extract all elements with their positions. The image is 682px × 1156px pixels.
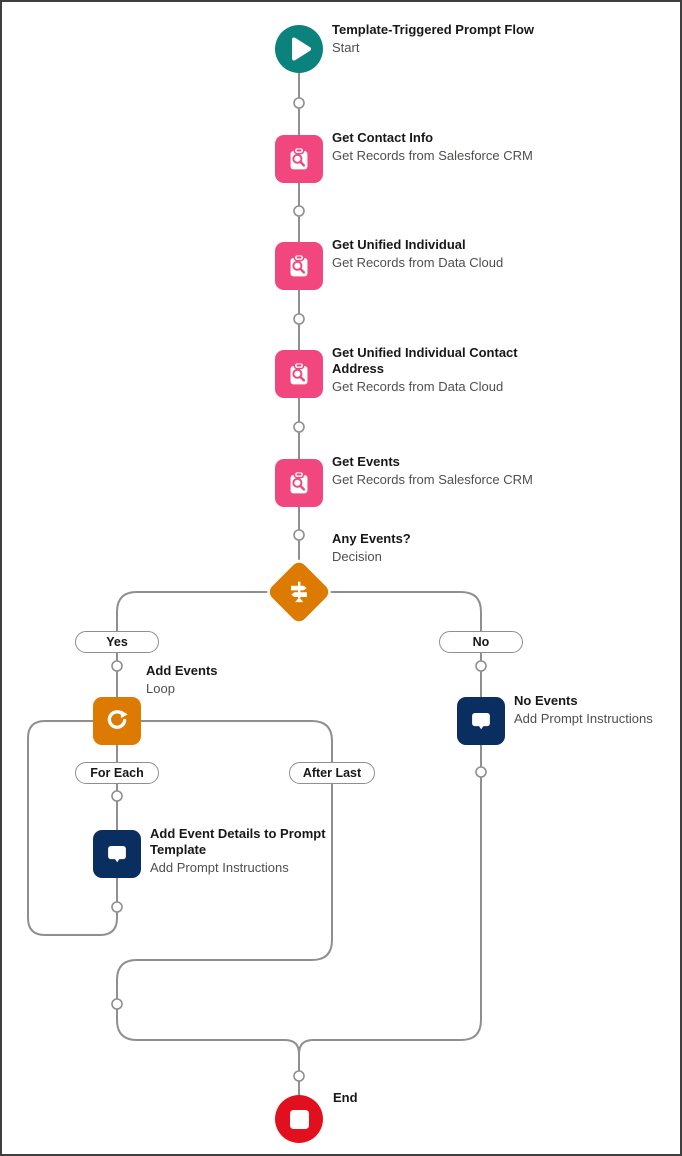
record-lookup-icon [290, 146, 308, 170]
node-any-events-decision[interactable] [266, 559, 332, 625]
loop-icon [107, 710, 128, 729]
node-get-unified-individual-contact-address[interactable] [275, 350, 323, 398]
get-events-label: Get Events Get Records from Salesforce C… [332, 454, 533, 488]
any-events-label: Any Events? Decision [332, 531, 411, 565]
insert-point[interactable] [475, 766, 487, 778]
node-title: Add Events [146, 663, 218, 678]
node-title: Any Events? [332, 531, 411, 546]
insert-point[interactable] [293, 205, 305, 217]
record-lookup-icon [290, 253, 308, 277]
node-title: Template-Triggered Prompt Flow [332, 22, 535, 37]
node-subtitle: Get Records from Data Cloud [332, 379, 504, 394]
node-end[interactable] [275, 1095, 323, 1143]
branch-label-no: No [439, 631, 523, 653]
node-add-events-loop[interactable] [93, 697, 141, 745]
no-events-label: No Events Add Prompt Instructions [514, 693, 653, 727]
node-get-events[interactable] [275, 459, 323, 507]
prompt-bubble-icon [472, 713, 490, 730]
stop-icon [289, 1109, 309, 1129]
node-start[interactable] [275, 25, 323, 73]
add-event-details-label: Add Event Details to Prompt Template Add… [150, 826, 350, 876]
connector-noevents-to-merge [298, 744, 482, 1055]
node-title: End [333, 1090, 358, 1105]
node-get-contact-info[interactable] [275, 135, 323, 183]
node-no-events[interactable] [457, 697, 505, 745]
branch-label-for-each: For Each [75, 762, 159, 784]
node-subtitle: Add Prompt Instructions [150, 860, 289, 875]
node-title: Get Unified Individual Contact Address [332, 345, 518, 376]
insert-point[interactable] [293, 1070, 305, 1082]
record-lookup-icon [290, 470, 308, 494]
connector-loop-afterlast [140, 720, 333, 763]
node-title: No Events [514, 693, 578, 708]
branch-label-yes: Yes [75, 631, 159, 653]
insert-point[interactable] [293, 97, 305, 109]
node-add-event-details[interactable] [93, 830, 141, 878]
get-unified-individual-label: Get Unified Individual Get Records from … [332, 237, 503, 271]
insert-point[interactable] [293, 313, 305, 325]
branch-label-after-last: After Last [289, 762, 375, 784]
node-subtitle: Loop [146, 681, 175, 696]
insert-point[interactable] [475, 660, 487, 672]
insert-point[interactable] [111, 790, 123, 802]
connector-afterlast-to-merge [116, 783, 333, 1055]
node-subtitle: Get Records from Salesforce CRM [332, 472, 533, 487]
node-title: Get Unified Individual [332, 237, 466, 252]
start-label: Template-Triggered Prompt Flow Start [332, 22, 534, 56]
node-title: Add Event Details to Prompt Template [150, 826, 326, 857]
node-subtitle: Add Prompt Instructions [514, 711, 653, 726]
node-subtitle: Decision [332, 549, 382, 564]
get-unified-individual-contact-address-label: Get Unified Individual Contact Address G… [332, 345, 532, 395]
play-icon [292, 37, 311, 61]
node-subtitle: Start [332, 40, 360, 55]
insert-point[interactable] [111, 901, 123, 913]
prompt-bubble-icon [108, 846, 126, 863]
get-contact-info-label: Get Contact Info Get Records from Salesf… [332, 130, 533, 164]
connector-decision-yes [116, 591, 268, 632]
node-subtitle: Get Records from Salesforce CRM [332, 148, 533, 163]
node-title: Get Events [332, 454, 400, 469]
insert-point[interactable] [293, 529, 305, 541]
node-subtitle: Get Records from Data Cloud [332, 255, 504, 270]
insert-point[interactable] [111, 998, 123, 1010]
record-lookup-icon [290, 361, 308, 385]
node-get-unified-individual[interactable] [275, 242, 323, 290]
end-label: End [333, 1090, 358, 1106]
signpost-icon [291, 581, 307, 603]
connector-decision-no [330, 591, 482, 632]
node-title: Get Contact Info [332, 130, 434, 145]
connector-loop-back [27, 720, 118, 936]
insert-point[interactable] [111, 660, 123, 672]
insert-point[interactable] [293, 421, 305, 433]
add-events-label: Add Events Loop [146, 663, 218, 697]
